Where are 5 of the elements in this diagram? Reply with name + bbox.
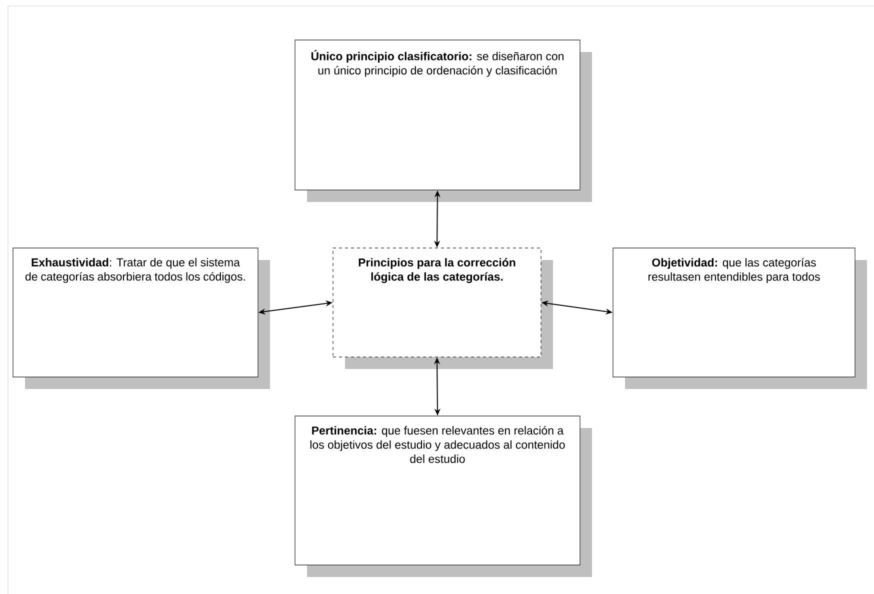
text-box: Objetividad: que las categorías resultasen entendibles para todos — [612, 248, 868, 389]
text-box: Pertinencia: que fuesen relevantes en relación a los objetivos del estudio y adecuados al contenido del estudio — [294, 416, 592, 577]
text-box: Único principio clasificatorio: se diseñaron con un único principio de ordenación y clasificación — [294, 40, 592, 202]
text-box: Exhaustividad: Tratar de que el sistema de categorías absorbiera todos los códigos. — [12, 248, 270, 389]
dashed-box: Principios para la corrección lógica de las categorías. — [332, 248, 553, 369]
